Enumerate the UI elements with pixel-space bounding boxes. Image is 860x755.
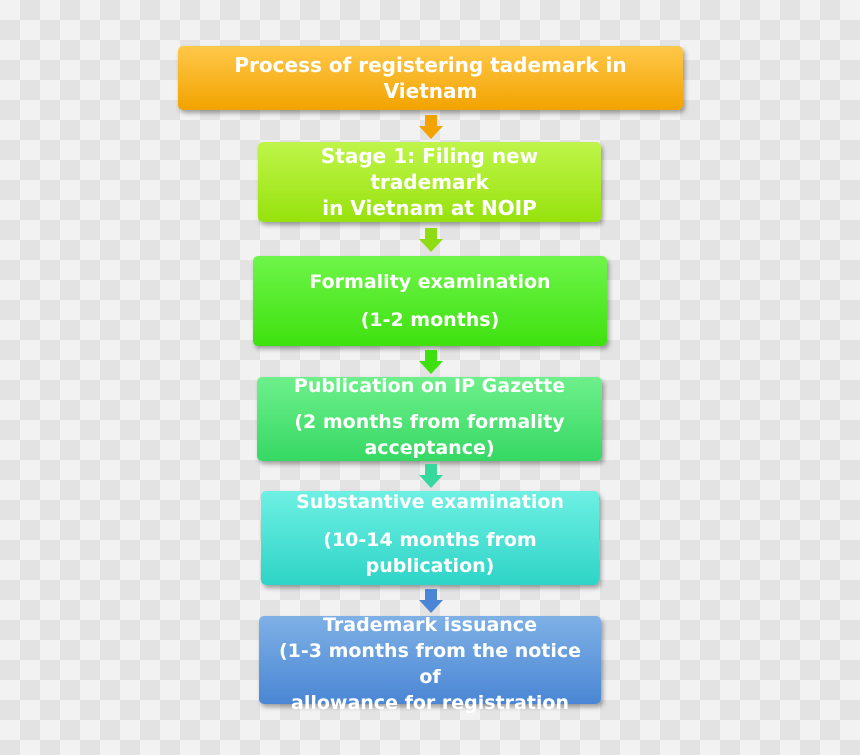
arrow-down-icon [419,464,443,488]
stage-1-line-1: Stage 1: Filing new trademark [320,144,539,194]
arrow-down-icon [419,350,443,374]
trademark-issuance-box: Trademark issuance (1-3 months from the … [259,614,601,714]
publication-title: Publication on IP Gazette [293,375,566,397]
publication-detail-line-1: (2 months from formality [294,411,565,433]
stage-1-line-2: in Vietnam at NOIP [322,196,537,220]
formality-title: Formality examination [309,271,551,293]
title-text: Process of registering tademark in Vietn… [234,53,627,103]
issuance-detail-line-2: allowance for registration [291,692,569,714]
issuance-title: Trademark issuance [323,614,537,636]
substantive-title: Substantive examination [296,491,564,513]
publication-box: Publication on IP Gazette (2 months from… [257,375,602,461]
issuance-detail-line-1: (1-3 months from the notice of [278,640,582,688]
formality-duration: (1-2 months) [360,309,500,331]
substantive-detail-line-2: publication) [365,555,495,577]
publication-detail-line-2: acceptance) [364,437,495,459]
title-box: Process of registering tademark in Vietn… [178,46,683,110]
arrow-down-icon [419,589,443,613]
formality-examination-box: Formality examination (1-2 months) [253,256,607,346]
substantive-detail-line-1: (10-14 months from [323,529,537,551]
stage-1-box: Stage 1: Filing new trademark in Vietnam… [258,142,601,222]
substantive-examination-box: Substantive examination (10-14 months fr… [261,491,599,585]
arrow-down-icon [419,115,443,139]
arrow-down-icon [419,228,443,252]
